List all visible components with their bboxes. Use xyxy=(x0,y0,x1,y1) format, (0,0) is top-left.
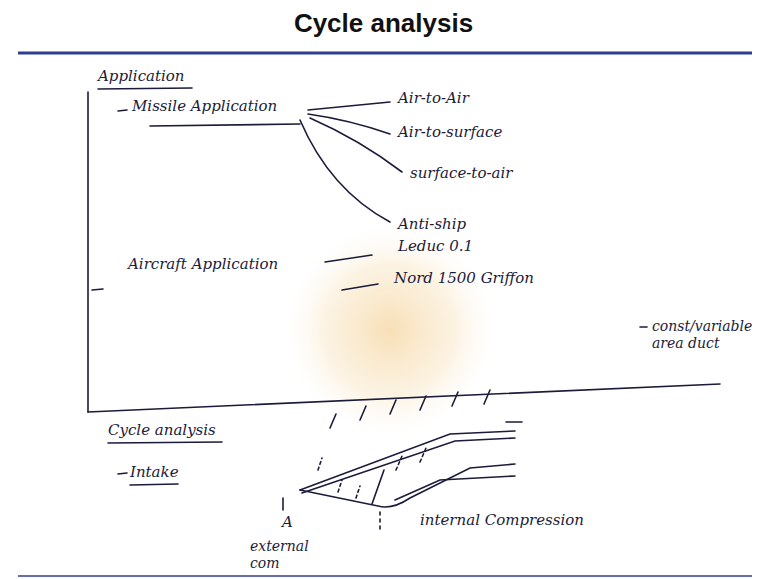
dash xyxy=(118,473,127,474)
handwritten-note: Air-to-Air xyxy=(398,90,469,107)
branch-line xyxy=(325,255,372,262)
handwritten-note: surface-to-air xyxy=(410,165,512,182)
shock-lines xyxy=(318,448,426,498)
ramp-line xyxy=(395,476,515,500)
bracket-line xyxy=(87,92,89,412)
dash xyxy=(92,289,103,290)
handwritten-note: A xyxy=(282,514,293,531)
underline xyxy=(108,442,222,443)
hatch-marks xyxy=(330,390,490,428)
handwritten-note: Anti-ship xyxy=(398,216,466,233)
station-mark xyxy=(379,512,381,530)
handwritten-note: Cycle analysis xyxy=(108,422,216,439)
ramp-line xyxy=(300,464,515,507)
handwritten-note: Missile Application xyxy=(132,98,277,115)
handwritten-note: external com xyxy=(250,538,318,572)
handwritten-note: Aircraft Application xyxy=(128,256,278,273)
handwritten-note: const/variable area duct xyxy=(652,318,756,352)
branch-line xyxy=(300,120,390,222)
cowl-line xyxy=(302,438,515,493)
handwritten-note: Leduc 0.1 xyxy=(398,238,473,255)
handwritten-note: Nord 1500 Griffon xyxy=(394,270,534,287)
dash xyxy=(118,110,127,111)
handwritten-note: internal Compression xyxy=(420,512,584,529)
title-rule xyxy=(18,52,752,55)
underline xyxy=(98,88,192,89)
watermark-blob xyxy=(280,220,500,440)
station-mark xyxy=(282,498,284,510)
underline xyxy=(150,124,300,126)
handwritten-note: Intake xyxy=(130,464,179,481)
handwritten-note: Air-to-surface xyxy=(398,124,502,141)
branch-line xyxy=(308,114,390,134)
branch-line xyxy=(308,102,390,110)
slide-title: Cycle analysis xyxy=(0,8,767,39)
underline xyxy=(130,484,178,485)
bottom-rule xyxy=(18,575,752,577)
handwritten-note: Application xyxy=(98,68,185,85)
divider-line xyxy=(88,384,720,412)
ink-strokes xyxy=(88,88,720,530)
cowl-lip xyxy=(506,421,522,423)
branch-line xyxy=(342,284,378,290)
shock-line xyxy=(372,470,384,504)
dash xyxy=(640,326,647,328)
